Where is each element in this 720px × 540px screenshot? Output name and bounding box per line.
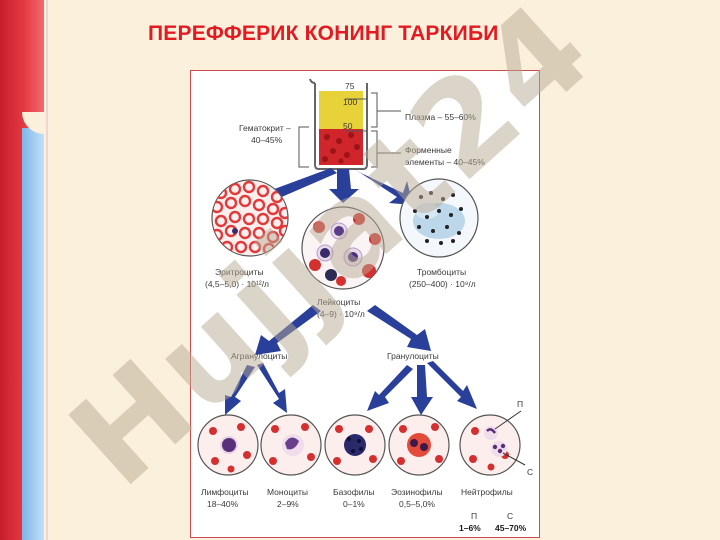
cell-arrows: [225, 361, 477, 415]
leukocytes-arrows: [255, 305, 431, 355]
thrombocytes-name: Тромбоциты: [417, 267, 466, 277]
plasma-label: Плазма – 55–60%: [405, 112, 476, 122]
neutrophils-s-value: 45–70%: [495, 523, 527, 533]
s-pointer: [502, 452, 526, 466]
granulocytes-label: Гранулоциты: [387, 351, 439, 361]
neutrophils-p-value: 1–6%: [459, 523, 481, 533]
lymphocytes-circle: [197, 414, 259, 476]
eosinophils-value: 0,5–5,0%: [399, 499, 435, 509]
erythrocytes-circle: [211, 179, 289, 257]
s-marker: С: [527, 467, 533, 477]
plasma-layer: [319, 91, 363, 129]
eosinophils-name: Эозинофилы: [391, 487, 443, 497]
beaker-mark-100: 100: [343, 97, 357, 107]
neutrophils-s-label: С: [507, 511, 513, 521]
erythrocytes-count: (4,5–5,0) · 10¹²/л: [205, 279, 269, 289]
hematocrit-title: Гематокрит –: [239, 123, 291, 133]
lymphocytes-value: 18–40%: [207, 499, 239, 509]
blood-cell-texture: [322, 132, 360, 164]
basophils-circle: [324, 414, 386, 476]
monocytes-value: 2–9%: [277, 499, 299, 509]
basophils-name: Базофилы: [333, 487, 375, 497]
formed-label-2: элементы – 40–45%: [405, 157, 485, 167]
beaker-spout: [309, 78, 316, 84]
monocytes-name: Моноциты: [267, 487, 308, 497]
neutrophils-circle: [459, 414, 521, 476]
neutrophils-name: Нейтрофилы: [461, 487, 513, 497]
side-bar-blue: [22, 128, 44, 540]
lymphocytes-name: Лимфоциты: [201, 487, 249, 497]
p-marker: П: [517, 399, 523, 409]
beaker-mark-50: 50: [343, 121, 353, 131]
plasma-bracket: [371, 92, 401, 128]
hematocrit-bracket: [298, 126, 309, 168]
beaker-arrows: [269, 168, 413, 205]
hematocrit-value: 40–45%: [251, 135, 283, 145]
agranulocytes-label: Агранулоциты: [231, 351, 287, 361]
monocytes-circle: [260, 414, 322, 476]
erythrocytes-name: Эритроциты: [215, 267, 264, 277]
neutrophils-p-label: П: [471, 511, 477, 521]
thrombocytes-count: (250–400) · 10⁹/л: [409, 279, 476, 289]
beaker: 100 50 75: [309, 78, 368, 170]
thrombocytes-circle: [399, 178, 479, 258]
blood-composition-figure: 100 50 75 Гематокрит – 40–45% Плазма – 5…: [190, 70, 540, 538]
formed-label-1: Форменные: [405, 145, 452, 155]
leukocytes-name: Лейкоциты: [317, 297, 360, 307]
blood-diagram: 100 50 75 Гематокрит – 40–45% Плазма – 5…: [197, 78, 533, 533]
eosinophils-circle: [388, 414, 450, 476]
slide-title: ПЕРЕФФЕРИК КОНИНГ ТАРКИБИ: [148, 22, 499, 45]
basophils-value: 0–1%: [343, 499, 365, 509]
leukocytes-count: (4–9) · 10⁹/л: [317, 309, 365, 319]
beaker-mark-top: 75: [345, 81, 355, 91]
formed-bracket: [371, 130, 401, 168]
side-divider: [46, 0, 48, 540]
p-pointer: [494, 410, 522, 430]
leukocytes-circle: [301, 206, 385, 290]
